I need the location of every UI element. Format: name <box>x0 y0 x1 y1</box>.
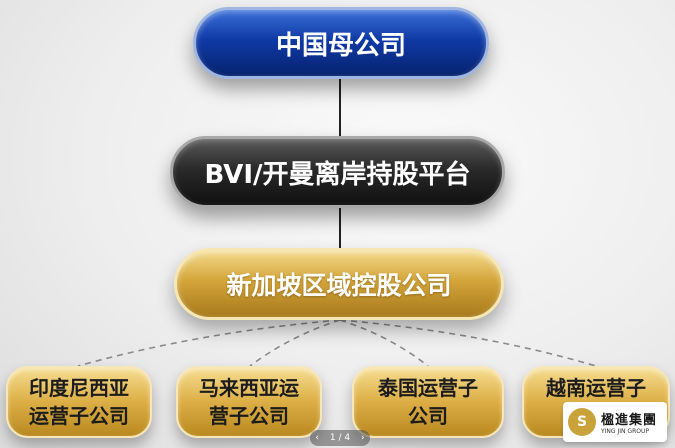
node-parent-company: 中国母公司 <box>193 7 489 79</box>
subsidiary-label-line1: 马来西亚运 <box>199 376 299 400</box>
image-pager: ‹ 1 / 4 › <box>310 430 370 446</box>
subsidiary-label-line2: 运营子公司 <box>29 404 129 428</box>
subsidiary-label-line1: 泰国运营子 <box>378 376 478 400</box>
subsidiary-label-line2: 公司 <box>408 404 448 428</box>
node-parent-company-label: 中国母公司 <box>275 30 406 61</box>
connector-regional-sub3 <box>339 319 429 367</box>
subsidiary-label-line1: 越南运营子 <box>546 376 646 400</box>
logo-mark-icon: S <box>568 408 596 436</box>
connector-regional-sub4 <box>339 319 597 367</box>
node-regional-holding: 新加坡区域控股公司 <box>174 248 504 320</box>
node-regional-holding-label: 新加坡区域控股公司 <box>226 271 452 300</box>
company-logo: S 楹進集團 YING JIN GROUP <box>563 402 667 442</box>
connector-regional-sub2 <box>249 319 341 367</box>
pager-next-icon[interactable]: › <box>360 433 365 443</box>
subsidiary-label-line1: 印度尼西亚 <box>29 376 129 400</box>
connector-regional-sub1 <box>77 319 341 367</box>
logo-english-name: YING JIN GROUP <box>601 428 649 435</box>
node-subsidiary-indonesia: 印度尼西亚 运营子公司 <box>6 366 152 438</box>
pager-counter: 1 / 4 <box>329 433 351 443</box>
pager-prev-icon[interactable]: ‹ <box>315 433 320 443</box>
subsidiary-label-line2: 营子公司 <box>209 404 289 428</box>
node-subsidiary-thailand: 泰国运营子 公司 <box>352 366 504 438</box>
logo-chinese-name: 楹進集團 <box>601 413 658 428</box>
node-subsidiary-malaysia: 马来西亚运 营子公司 <box>176 366 322 438</box>
node-bvi-holding: BVI/开曼离岸持股平台 <box>170 136 505 208</box>
logo-text: 楹進集團 YING JIN GROUP <box>601 409 657 435</box>
node-bvi-holding-label: BVI/开曼离岸持股平台 <box>204 159 471 190</box>
